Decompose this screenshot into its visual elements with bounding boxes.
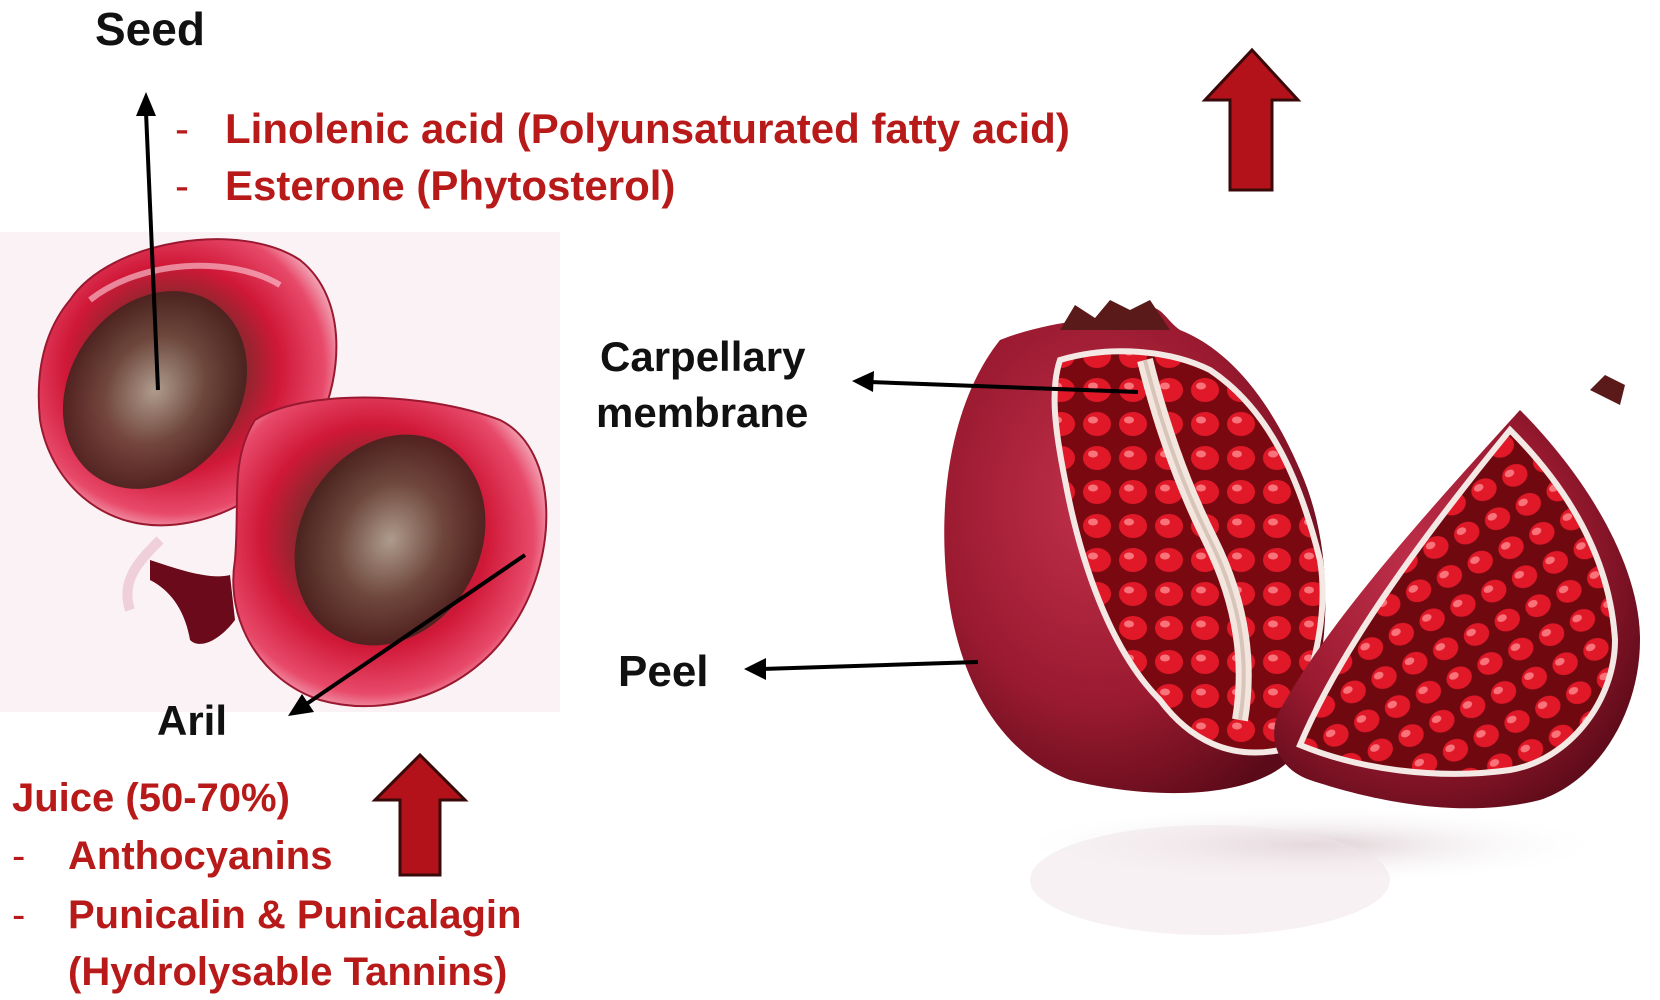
seed-label: Seed (95, 3, 205, 55)
bullet-dash: - (12, 834, 26, 878)
pointer-arrow-icon (288, 553, 527, 716)
pointer-arrow-icon (136, 92, 160, 391)
aril-compound-text: Punicalin & Punicalagin (68, 893, 522, 937)
increase-arrow-icon (371, 752, 469, 877)
aril-label: Aril (157, 697, 228, 744)
aril-compound-text: Anthocyanins (68, 834, 333, 878)
carpellary-membrane-label-line1: Carpellary (600, 333, 806, 380)
aril-compound-item: -Anthocyanins (12, 836, 332, 876)
increase-arrow-icon (1201, 47, 1302, 192)
bullet-dash: - (175, 105, 189, 152)
peel-label: Peel (618, 647, 709, 696)
seed-compound-text: Esterone (Phytosterol) (225, 162, 676, 209)
pointer-arrow-icon (744, 658, 979, 680)
pomegranate-illustration (944, 300, 1640, 935)
seed-compound-text: Linolenic acid (Polyunsaturated fatty ac… (225, 105, 1070, 152)
aril-juice-heading: Juice (50-70%) (12, 776, 290, 820)
seed-compound-item: -Linolenic acid (Polyunsaturated fatty a… (175, 108, 1070, 150)
aril-compound-item: -Punicalin & Punicalagin (12, 895, 521, 935)
aril-illustration (0, 232, 560, 712)
pointer-arrow-icon (852, 371, 1139, 394)
aril-compound-item-continued: (Hydrolysable Tannins) (68, 950, 508, 994)
bullet-dash: - (12, 893, 26, 937)
bullet-dash: - (175, 162, 189, 209)
carpellary-membrane-label-line2: membrane (596, 389, 809, 436)
seed-compound-item: -Esterone (Phytosterol) (175, 165, 675, 207)
